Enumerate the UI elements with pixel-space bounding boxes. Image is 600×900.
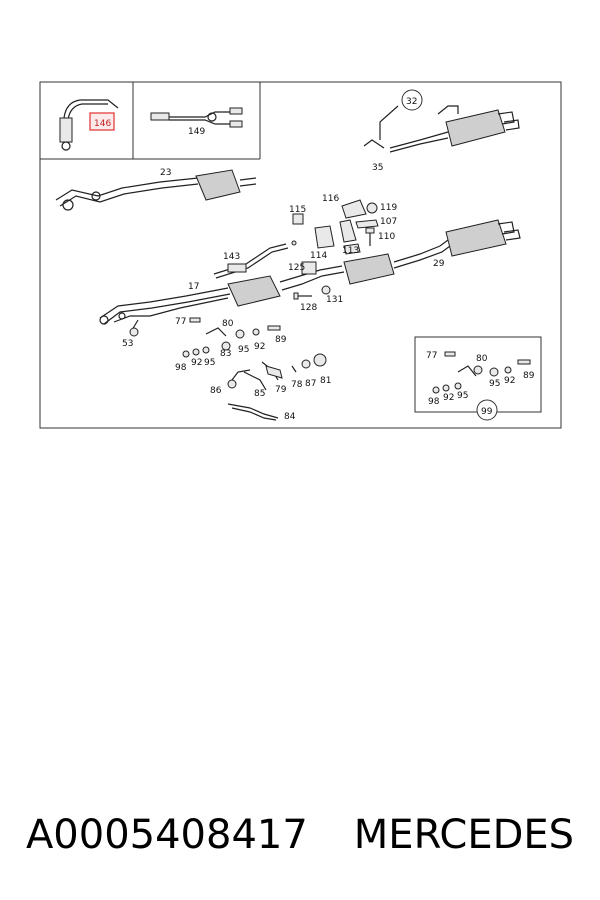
callout-99: 99 (481, 407, 493, 417)
muffler-29[interactable] (343, 219, 521, 285)
rear-muffler-32[interactable] (363, 105, 520, 153)
callout-80: 80 (222, 319, 234, 329)
callout-81: 81 (320, 376, 331, 386)
callout-92: 92 (191, 358, 202, 368)
catalytic-converter-17[interactable] (99, 265, 345, 325)
callout-98: 98 (428, 397, 440, 407)
callout-85: 85 (254, 389, 265, 399)
callout-89: 89 (275, 335, 287, 345)
callout-89: 89 (523, 371, 535, 381)
callout-92: 92 (254, 342, 265, 352)
sensor-cable-149[interactable] (150, 107, 243, 128)
callout-35: 35 (372, 163, 383, 173)
callout-110: 110 (378, 232, 395, 242)
callout-107: 107 (380, 217, 397, 227)
mount-hardware-group[interactable] (182, 317, 327, 421)
brand-name: MERCEDES (353, 812, 575, 858)
callout-circle-99 (476, 399, 498, 421)
callout-92: 92 (504, 376, 515, 386)
callout-128: 128 (300, 303, 317, 313)
callout-146: 146 (94, 119, 111, 129)
callout-32: 32 (406, 97, 417, 107)
callout-53: 53 (122, 339, 133, 349)
oxygen-sensor-146[interactable] (59, 99, 119, 151)
bolt-53[interactable] (129, 319, 139, 337)
callout-92: 92 (443, 393, 454, 403)
callout-149: 149 (188, 127, 205, 137)
callout-79: 79 (275, 385, 287, 395)
front-pipe-23[interactable] (55, 169, 257, 211)
callout-98: 98 (175, 363, 187, 373)
detail-hardware-99[interactable] (432, 351, 531, 394)
callout-95: 95 (489, 379, 500, 389)
part-caption: A0005408417 MERCEDES (0, 800, 600, 870)
callout-80: 80 (476, 354, 488, 364)
callout-87: 87 (305, 379, 316, 389)
callout-115: 115 (289, 205, 306, 215)
callout-143: 143 (223, 252, 240, 262)
bracket-143[interactable] (213, 240, 297, 279)
callout-95: 95 (457, 391, 468, 401)
hanger-hardware[interactable] (292, 199, 379, 255)
exhaust-parts-diagram: 146 149 32 35 23 (39, 81, 562, 429)
callout-circle-32 (401, 89, 423, 111)
callout-17: 17 (188, 282, 199, 292)
nut-131[interactable] (321, 285, 331, 295)
callout-77: 77 (175, 317, 186, 327)
callout-125: 125 (288, 263, 305, 273)
callout-95: 95 (204, 358, 215, 368)
callout-77: 77 (426, 351, 437, 361)
callout-84: 84 (284, 412, 296, 422)
callout-23: 23 (160, 168, 171, 178)
callout-29: 29 (433, 259, 445, 269)
part-number: A0005408417 (25, 812, 308, 858)
callout-131: 131 (326, 295, 343, 305)
callout-95: 95 (238, 345, 249, 355)
callout-116: 116 (322, 194, 339, 204)
callout-78: 78 (291, 380, 303, 390)
callout-119: 119 (380, 203, 397, 213)
bolt-128[interactable] (293, 292, 312, 300)
callout-113: 113 (342, 246, 359, 256)
highlight-box-146 (89, 112, 115, 131)
callout-86: 86 (210, 386, 222, 396)
callout-114: 114 (310, 251, 327, 261)
callout-83: 83 (220, 349, 231, 359)
clamp-125[interactable] (301, 261, 317, 275)
